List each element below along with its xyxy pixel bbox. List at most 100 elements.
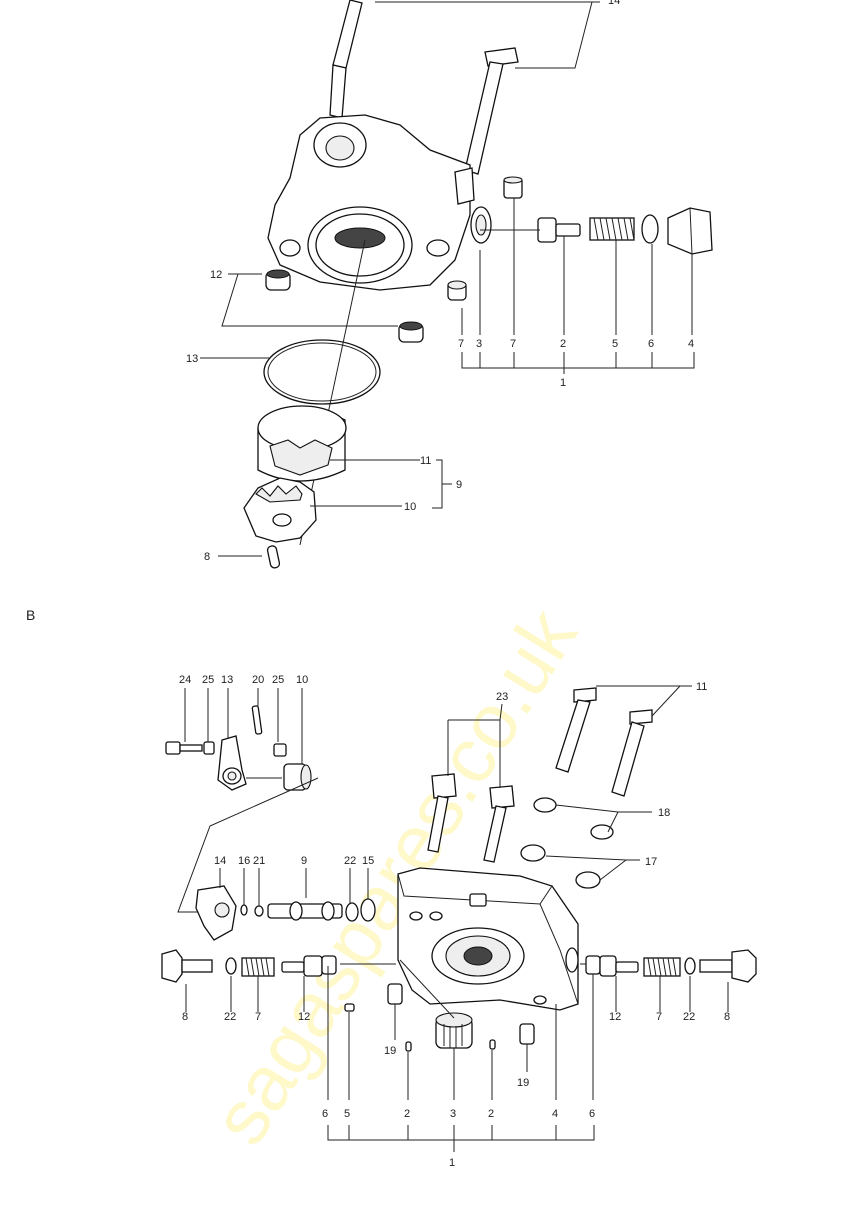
callout-a-14: 14 bbox=[608, 0, 620, 7]
callout-a-13: 13 bbox=[186, 353, 198, 365]
bushing-19-right bbox=[519, 1023, 535, 1045]
bracket-14 bbox=[195, 885, 237, 941]
ring-21 bbox=[254, 905, 264, 917]
callout-b-7-left: 7 bbox=[255, 1011, 261, 1023]
callout-a-3: 3 bbox=[476, 338, 482, 350]
bolt-14-lower bbox=[464, 47, 519, 175]
callout-b-12-left: 12 bbox=[298, 1011, 310, 1023]
callout-b-3: 3 bbox=[450, 1108, 456, 1120]
screw-24 bbox=[165, 741, 203, 755]
callout-b-22-left: 22 bbox=[224, 1011, 236, 1023]
callout-b-1: 1 bbox=[449, 1157, 455, 1169]
plug-6-right bbox=[585, 955, 601, 975]
callout-b-11: 11 bbox=[696, 681, 707, 693]
callout-b-16: 16 bbox=[238, 855, 250, 867]
callout-b-4: 4 bbox=[552, 1108, 558, 1120]
callout-b-9: 9 bbox=[301, 855, 307, 867]
stud-11-right bbox=[611, 709, 653, 797]
callout-b-25-right: 25 bbox=[272, 674, 284, 686]
o-ring-15 bbox=[360, 898, 376, 922]
plug-7-upper bbox=[503, 176, 523, 199]
callout-b-6-left: 6 bbox=[322, 1108, 328, 1120]
cap-nut-8-right bbox=[699, 949, 757, 983]
spring-5 bbox=[589, 217, 635, 241]
callout-a-4: 4 bbox=[688, 338, 694, 350]
callout-b-6-right: 6 bbox=[589, 1108, 595, 1120]
spring-7-right bbox=[643, 957, 681, 977]
callout-b-13: 13 bbox=[221, 674, 233, 686]
callout-a-1: 1 bbox=[560, 377, 566, 389]
callout-a-7-right: 7 bbox=[510, 338, 516, 350]
bolt-23-left bbox=[427, 773, 457, 853]
bolt-23-right bbox=[483, 785, 515, 863]
washer-6 bbox=[641, 214, 659, 244]
callout-b-22-top: 22 bbox=[344, 855, 356, 867]
inner-rotor-10 bbox=[243, 477, 317, 543]
callout-a-7-left: 7 bbox=[458, 338, 464, 350]
valve-piston-12-left bbox=[281, 955, 323, 977]
callout-b-21: 21 bbox=[253, 855, 265, 867]
lever-13 bbox=[217, 735, 247, 791]
key-pin-8 bbox=[266, 545, 281, 569]
washer-17-right bbox=[575, 871, 601, 889]
pump-housing-a bbox=[267, 114, 492, 291]
o-ring-13 bbox=[263, 339, 381, 405]
pin-5 bbox=[344, 1003, 355, 1012]
callout-a-6: 6 bbox=[648, 338, 654, 350]
plug-7-lower bbox=[447, 280, 467, 301]
pin-20 bbox=[251, 705, 263, 735]
ring-16 bbox=[240, 904, 248, 916]
diagram-a: 14 bbox=[186, 0, 713, 569]
o-ring-22 bbox=[345, 902, 359, 922]
callout-a-10: 10 bbox=[404, 501, 416, 513]
bushing-10 bbox=[283, 763, 312, 791]
washer-22-left bbox=[225, 957, 237, 975]
outer-rotor-11 bbox=[257, 405, 347, 482]
callout-a-2: 2 bbox=[560, 338, 566, 350]
callout-b-17: 17 bbox=[645, 856, 657, 868]
callout-b-8-right: 8 bbox=[724, 1011, 730, 1023]
washer-18-left bbox=[533, 797, 557, 813]
callout-b-19-left: 19 bbox=[384, 1045, 396, 1057]
nut-25-right bbox=[273, 743, 287, 757]
diagram-b: 24 25 13 20 25 10 14 bbox=[161, 674, 757, 1169]
callout-b-22-right: 22 bbox=[683, 1011, 695, 1023]
callout-b-24: 24 bbox=[179, 674, 191, 686]
pump-housing-b bbox=[397, 867, 579, 1011]
callout-a-8: 8 bbox=[204, 551, 210, 563]
callout-b-12-right: 12 bbox=[609, 1011, 621, 1023]
plug-6-left bbox=[321, 955, 337, 975]
bolt-14-upper bbox=[329, 0, 363, 119]
washer-17-left bbox=[520, 844, 546, 862]
cap-nut-8-left bbox=[161, 949, 213, 983]
valve-piston-2 bbox=[537, 217, 581, 243]
bushing-12-left bbox=[265, 269, 291, 291]
callout-a-11: 11 bbox=[420, 455, 431, 467]
bushing-12-right bbox=[398, 321, 424, 343]
pin-2-right bbox=[489, 1039, 496, 1050]
valve-piston-12-right bbox=[599, 955, 639, 977]
needle-bearing-3 bbox=[435, 1012, 473, 1049]
callout-b-19-right: 19 bbox=[517, 1077, 529, 1089]
nut-25-left bbox=[203, 741, 215, 755]
callout-a-5: 5 bbox=[612, 338, 618, 350]
callout-b-15: 15 bbox=[362, 855, 374, 867]
section-b-label: B bbox=[26, 607, 35, 623]
washer-22-right bbox=[684, 957, 696, 975]
callout-a-12: 12 bbox=[210, 269, 222, 281]
stud-11-left bbox=[555, 687, 597, 773]
callout-b-23: 23 bbox=[496, 691, 508, 703]
callout-b-10: 10 bbox=[296, 674, 308, 686]
cap-nut-4 bbox=[667, 207, 713, 255]
shaft-9 bbox=[267, 901, 343, 921]
callout-b-8-left: 8 bbox=[182, 1011, 188, 1023]
callout-b-2-right: 2 bbox=[488, 1108, 494, 1120]
callout-b-2-left: 2 bbox=[404, 1108, 410, 1120]
callout-b-18: 18 bbox=[658, 807, 670, 819]
callout-b-14: 14 bbox=[214, 855, 226, 867]
pin-2-left bbox=[405, 1041, 412, 1052]
callout-b-7-right: 7 bbox=[656, 1011, 662, 1023]
bushing-19-left bbox=[387, 983, 403, 1005]
callout-b-5: 5 bbox=[344, 1108, 350, 1120]
